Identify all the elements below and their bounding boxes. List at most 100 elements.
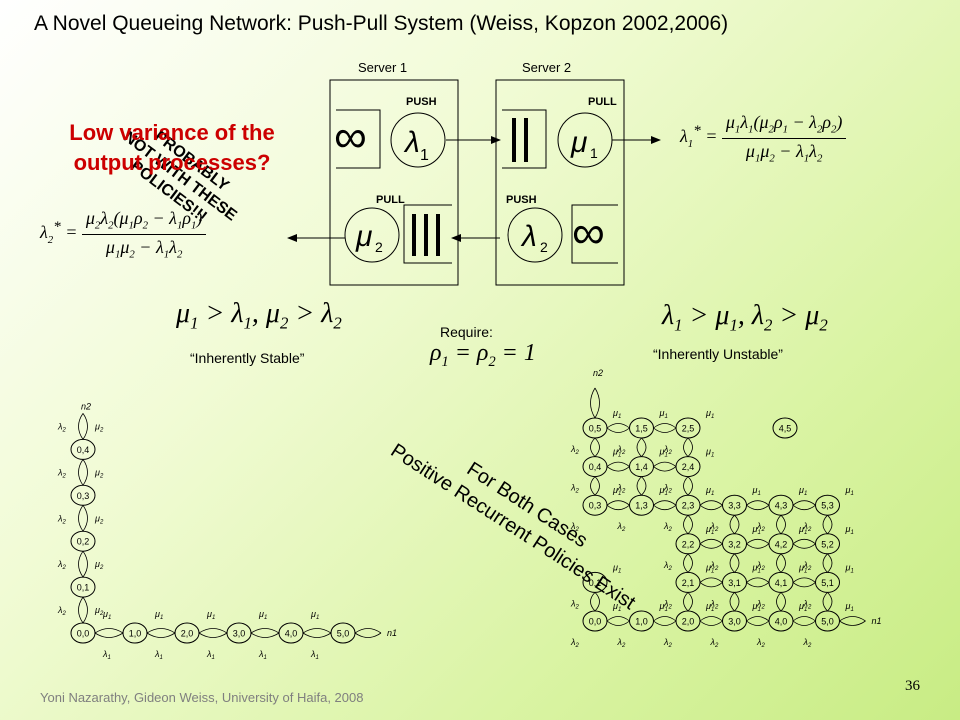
transition-arc — [822, 514, 828, 535]
rate-label: μ2 — [94, 421, 104, 433]
state-label: 0,5 — [589, 424, 602, 434]
rho-equation: ρ1 = ρ2 = 1 — [430, 340, 536, 370]
state-node — [675, 456, 701, 478]
state-label: 3,2 — [728, 539, 741, 549]
rate-label: μ1 — [612, 562, 621, 574]
state-node — [629, 494, 654, 516]
rate-label: λ2 — [570, 637, 579, 649]
lambda2-node — [507, 207, 563, 263]
transition-arc — [699, 582, 723, 588]
transition-arc — [82, 505, 88, 532]
state-node — [629, 610, 654, 632]
rate-label: μ1 — [845, 601, 854, 613]
state-node — [70, 484, 96, 506]
transition-arc — [746, 543, 770, 549]
transition-arc — [82, 596, 88, 624]
transition-arc — [641, 476, 647, 496]
transition-arc — [94, 628, 124, 634]
axis-label: n2 — [593, 368, 603, 378]
state-label: 0,1 — [77, 583, 90, 593]
state-node — [582, 610, 608, 632]
transition-arc — [606, 504, 630, 511]
rate-label: μ1 — [798, 524, 807, 536]
state-label: 5,2 — [821, 539, 834, 549]
transition-arc — [146, 628, 176, 634]
transition-arc — [687, 476, 693, 496]
transition-arc — [606, 427, 630, 433]
state-label: 0,3 — [77, 491, 90, 501]
unstable-condition-equation: λ1 > μ1, λ2 > μ2 — [662, 300, 828, 335]
rate-label: λ2 — [663, 483, 672, 495]
server2-label: Server 2 — [522, 60, 572, 75]
rate-label: λ2 — [710, 598, 719, 610]
rate-label: λ1 — [258, 649, 267, 661]
rate-label: μ1 — [102, 609, 111, 621]
transition-arc — [683, 592, 689, 612]
transition-arc — [699, 500, 723, 506]
rate-label: λ2 — [756, 560, 765, 572]
mode-label: PUSH — [406, 96, 437, 108]
transition-arc — [590, 387, 596, 419]
rate-label: μ1 — [798, 601, 807, 613]
rate-label: μ2 — [94, 513, 104, 525]
rate-label: λ1 — [154, 649, 163, 661]
rate-label: λ2 — [803, 521, 812, 533]
rate-label: μ1 — [310, 609, 319, 621]
transition-arc — [250, 632, 280, 638]
transition-arc — [636, 437, 642, 457]
transition-arc — [302, 632, 332, 638]
transition-arc — [792, 620, 816, 626]
transition-arc — [198, 628, 228, 634]
state-node — [174, 622, 200, 644]
transition-arc — [653, 423, 677, 429]
rate-label: μ1 — [612, 447, 621, 459]
transition-arc — [699, 577, 723, 583]
state-node — [815, 571, 840, 593]
state-node — [722, 610, 747, 632]
transition-arc — [734, 553, 740, 573]
rate-label: μ2 — [94, 559, 104, 571]
transition-arc — [594, 476, 600, 496]
state-label: 1,0 — [635, 617, 648, 627]
state-label: 4,3 — [775, 501, 788, 511]
transition-arc — [606, 423, 630, 429]
transition-arc — [641, 437, 647, 457]
server1-label: Server 1 — [358, 60, 408, 75]
state-label: 3,3 — [728, 501, 741, 511]
rate-label: λ2 — [663, 444, 672, 456]
infinite-buffer-icon: ∞ — [572, 206, 605, 258]
transition-arc — [594, 437, 600, 457]
rate-label: μ1 — [845, 524, 854, 536]
lambda1-star-equation: λ1* = μ1λ1(μ2ρ1 − λ2ρ2)μ1μ2 − λ1λ2 — [680, 112, 847, 164]
rate-label: λ2 — [663, 637, 672, 649]
state-node — [70, 576, 96, 598]
rate-label: λ2 — [617, 637, 626, 649]
state-label: 4,1 — [775, 578, 788, 588]
transition-arc — [780, 592, 786, 612]
state-node — [629, 456, 654, 478]
transition-arc — [606, 466, 630, 472]
rate-label: λ2 — [570, 444, 579, 456]
transition-arc — [653, 620, 677, 626]
transition-arc — [250, 628, 280, 634]
svg-text:1: 1 — [420, 147, 429, 164]
state-node — [772, 417, 798, 439]
page-number: 36 — [905, 678, 920, 694]
state-label: 0,3 — [589, 501, 602, 511]
transition-arc — [82, 550, 88, 578]
transition-arc — [354, 632, 382, 638]
transition-arc — [792, 504, 816, 511]
state-label: 2,1 — [682, 578, 695, 588]
rate-label: λ2 — [57, 467, 66, 479]
state-node — [278, 622, 304, 644]
transition-arc — [746, 500, 770, 506]
rate-label: μ1 — [705, 485, 714, 497]
state-node — [675, 494, 701, 516]
rate-label: μ1 — [258, 609, 267, 621]
state-label: 1,0 — [129, 629, 142, 639]
transition-arc — [729, 592, 735, 612]
rate-label: μ1 — [705, 601, 714, 613]
transition-arc — [792, 500, 816, 506]
rate-label: μ1 — [845, 485, 854, 497]
rate-label: λ2 — [803, 560, 812, 572]
